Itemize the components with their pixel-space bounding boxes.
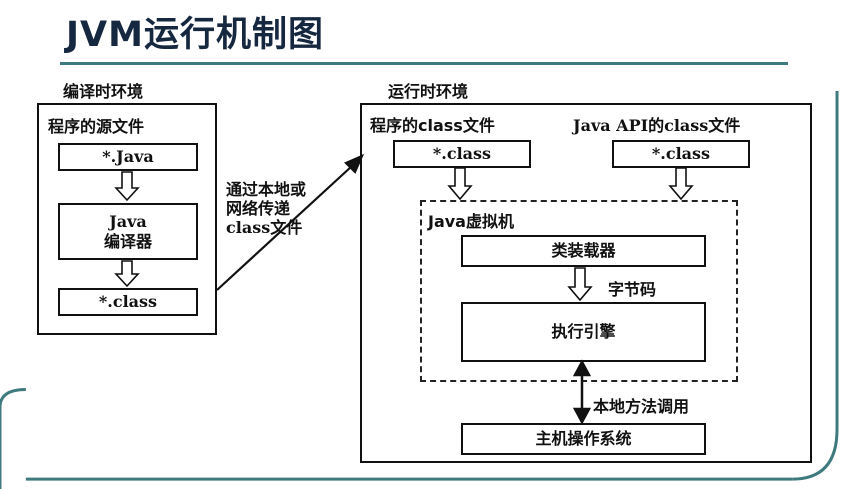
- execution-engine-text: 执行引擎: [551, 322, 616, 341]
- compiled-class-text: *.class: [98, 292, 158, 311]
- arrow-transfer: [216, 153, 365, 291]
- source-files-label: 程序的源文件: [48, 117, 145, 136]
- slide-title: JVM运行机制图: [66, 15, 324, 55]
- arrow-source-to-compiler: [114, 171, 140, 202]
- title-underline: [60, 62, 788, 65]
- java-compiler-box: Java 编译器: [58, 203, 198, 260]
- arrow-compiler-to-class: [114, 260, 140, 288]
- runtime-env-label: 运行时环境: [388, 82, 469, 101]
- compile-env-label: 编译时环境: [63, 82, 144, 101]
- arrow-native-call: [572, 359, 592, 425]
- source-file-box: *.Java: [58, 143, 198, 171]
- api-class-label: Java API的class文件: [573, 116, 741, 135]
- class-loader-text: 类装载器: [551, 241, 616, 260]
- host-os-box: 主机操作系统: [461, 423, 706, 455]
- program-class-text: *.class: [432, 144, 492, 163]
- execution-engine-box: 执行引擎: [461, 302, 706, 362]
- source-file-text: *.Java: [102, 147, 154, 166]
- jvm-label: Java虚拟机: [428, 212, 514, 231]
- java-compiler-line2: 编译器: [103, 231, 152, 251]
- arrow-api-class-to-jvm: [668, 167, 694, 201]
- arrow-loader-to-engine: [567, 267, 593, 302]
- compiled-class-box: *.class: [58, 288, 198, 316]
- slide-frame-decoration: [0, 90, 839, 490]
- bytecode-label: 字节码: [608, 280, 657, 299]
- transfer-note-line1: 通过本地或: [226, 180, 307, 199]
- java-compiler-line1: Java: [109, 211, 147, 231]
- transfer-note: 通过本地或 网络传递 class文件: [226, 180, 306, 237]
- jvm-region: [420, 200, 738, 382]
- class-loader-box: 类装载器: [461, 235, 706, 267]
- transfer-note-line2: 网络传递: [226, 199, 291, 218]
- arrow-program-class-to-jvm: [447, 167, 473, 201]
- transfer-note-line3: class文件: [226, 218, 303, 237]
- native-call-label: 本地方法调用: [593, 397, 690, 416]
- api-class-box: *.class: [612, 140, 750, 168]
- program-class-box: *.class: [393, 140, 531, 168]
- api-class-text: *.class: [651, 144, 711, 163]
- host-os-text: 主机操作系统: [535, 429, 632, 448]
- program-class-label: 程序的class文件: [370, 116, 495, 135]
